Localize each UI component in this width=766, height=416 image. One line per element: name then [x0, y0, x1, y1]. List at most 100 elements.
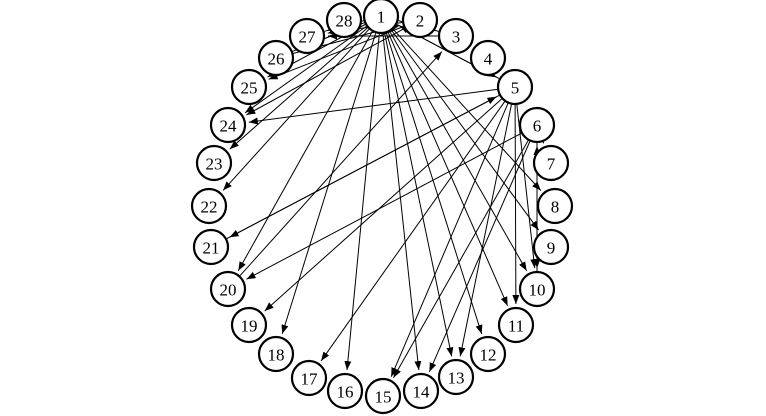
node-circle: [288, 17, 326, 55]
node-18: 18: [257, 335, 295, 373]
node-20: 20: [209, 270, 247, 308]
edge-2-to-24: [246, 28, 405, 116]
node-circle: [230, 68, 268, 106]
edge-1-to-23: [229, 27, 368, 150]
edge-1-to-18: [281, 33, 377, 335]
node-15: 15: [364, 377, 402, 415]
node-circle: [230, 306, 268, 344]
node-circle: [364, 377, 402, 415]
edge-2-to-25: [268, 26, 404, 80]
node-label: 16: [337, 383, 354, 402]
node-17: 17: [290, 359, 328, 397]
node-label: 8: [551, 198, 560, 217]
node-label: 3: [452, 28, 461, 47]
node-label: 1: [377, 8, 386, 27]
node-24: 24: [209, 106, 247, 144]
node-label: 13: [448, 369, 465, 388]
node-12: 12: [469, 335, 507, 373]
edge-5-to-13: [458, 104, 512, 357]
node-4: 4: [469, 39, 507, 77]
node-circle: [290, 359, 328, 397]
node-label: 2: [416, 12, 425, 31]
node-8: 8: [536, 187, 574, 225]
edge-1-to-24: [244, 25, 367, 114]
node-1: 1: [362, 0, 400, 35]
node-label: 12: [480, 346, 497, 365]
node-16: 16: [326, 372, 364, 410]
node-label: 6: [533, 117, 542, 136]
edge-5-to-11: [512, 104, 520, 305]
edge-1-to-8: [392, 28, 542, 191]
node-label: 7: [547, 155, 556, 174]
edge-6-to-20: [246, 132, 522, 280]
node-circle: [195, 144, 233, 182]
node-label: 9: [547, 239, 556, 258]
node-label: 5: [511, 79, 520, 98]
node-10: 10: [518, 270, 556, 308]
edge-20-to-3: [239, 51, 443, 276]
node-28: 28: [325, 1, 363, 39]
node-26: 26: [257, 39, 295, 77]
node-3: 3: [437, 17, 475, 55]
node-label: 4: [484, 50, 493, 69]
node-circle: [402, 372, 440, 410]
node-circle: [536, 187, 574, 225]
node-label: 26: [268, 50, 285, 69]
node-7: 7: [532, 144, 570, 182]
node-circle: [518, 106, 556, 144]
node-2: 2: [401, 1, 439, 39]
edge-5-to-10: [516, 104, 538, 269]
edge-21-to-5: [226, 96, 497, 240]
node-25: 25: [230, 68, 268, 106]
node-23: 23: [195, 144, 233, 182]
node-14: 14: [402, 372, 440, 410]
node-circle: [209, 270, 247, 308]
node-circle: [326, 372, 364, 410]
node-circle: [469, 39, 507, 77]
node-circle: [401, 1, 439, 39]
node-label: 15: [375, 388, 392, 407]
node-circle: [532, 228, 570, 266]
node-label: 18: [268, 346, 285, 365]
node-label: 10: [529, 281, 546, 300]
node-circle: [257, 39, 295, 77]
node-21: 21: [192, 228, 230, 266]
node-circle: [325, 1, 363, 39]
node-circle: [518, 270, 556, 308]
node-22: 22: [190, 187, 228, 225]
node-circle: [437, 358, 475, 396]
node-label: 19: [241, 317, 258, 336]
node-circle: [469, 335, 507, 373]
node-label: 23: [206, 155, 223, 174]
node-circle: [190, 187, 228, 225]
node-label: 25: [241, 79, 258, 98]
node-circle: [496, 68, 534, 106]
edge-5-to-24: [248, 88, 498, 125]
node-13: 13: [437, 358, 475, 396]
edge-1-to-10: [389, 31, 528, 272]
edge-1-to-22: [222, 28, 370, 191]
node-label: 11: [508, 317, 524, 336]
edge-1-to-11: [387, 32, 509, 307]
node-11: 11: [497, 306, 535, 344]
node-19: 19: [230, 306, 268, 344]
node-label: 27: [299, 28, 317, 47]
node-label: 28: [336, 12, 353, 31]
edge-1-to-14: [382, 33, 422, 371]
node-circle: [532, 144, 570, 182]
edge-1-to-16: [344, 33, 380, 371]
node-circle: [362, 0, 400, 35]
edge-1-to-9: [391, 30, 540, 231]
node-circle: [497, 306, 535, 344]
edge-1-to-20: [237, 31, 373, 271]
node-27: 27: [288, 17, 326, 55]
node-circle: [192, 228, 230, 266]
node-label: 17: [301, 370, 319, 389]
node-9: 9: [532, 228, 570, 266]
node-label: 20: [220, 281, 237, 300]
node-label: 22: [201, 198, 218, 217]
node-circle: [209, 106, 247, 144]
node-circle: [437, 17, 475, 55]
